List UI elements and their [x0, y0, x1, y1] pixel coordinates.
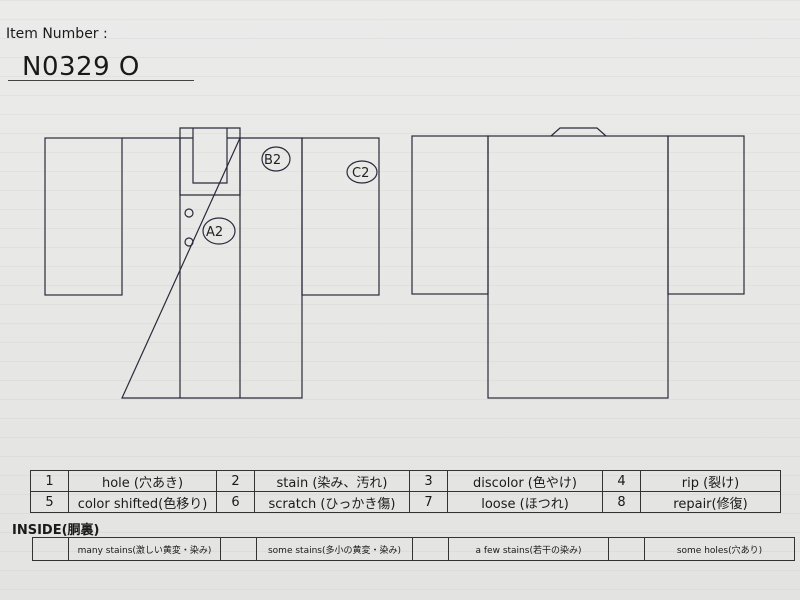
legend-term: color shifted(色移り)	[68, 491, 217, 513]
back-collar	[550, 127, 607, 137]
inside-condition-table: many stains(激しい黄変・染み) some stains(多小の黄変・…	[32, 537, 795, 561]
inside-checkbox-cell[interactable]	[32, 537, 69, 561]
legend-row: 1 hole (穴あき) 2 stain (染み、汚れ) 3 discolor …	[30, 470, 781, 492]
legend-term: scratch (ひっかき傷)	[254, 491, 410, 513]
legend-number: 6	[216, 491, 255, 513]
back-left-sleeve	[411, 135, 489, 295]
inside-option: some stains(多小の黄変・染み)	[256, 537, 413, 561]
legend-term: rip (裂け)	[640, 470, 781, 492]
mark-circle-c2	[346, 160, 378, 184]
mark-label-c2: C2	[352, 166, 369, 181]
back-view-diagram	[411, 127, 745, 399]
legend-number: 5	[30, 491, 69, 513]
inside-label: INSIDE(胴裏)	[12, 523, 100, 538]
inside-checkbox-cell[interactable]	[608, 537, 645, 561]
legend-term: hole (穴あき)	[68, 470, 217, 492]
button-bottom	[184, 237, 194, 247]
item-number-label: Item Number :	[6, 26, 108, 42]
inside-option: many stains(激しい黄変・染み)	[68, 537, 221, 561]
front-view-diagram	[44, 127, 380, 399]
item-number-underline	[8, 80, 194, 81]
left-sleeve	[44, 137, 123, 296]
damage-legend-table: 1 hole (穴あき) 2 stain (染み、汚れ) 3 discolor …	[30, 470, 781, 513]
back-body	[487, 135, 669, 399]
inside-row: many stains(激しい黄変・染み) some stains(多小の黄変・…	[32, 537, 795, 561]
mark-label-b2: B2	[264, 153, 281, 168]
collar	[179, 127, 241, 196]
legend-term: discolor (色やけ)	[447, 470, 603, 492]
mark-label-a2: A2	[206, 225, 223, 240]
inside-option: some holes(穴あり)	[644, 537, 795, 561]
legend-number: 4	[602, 470, 641, 492]
inside-checkbox-cell[interactable]	[412, 537, 449, 561]
inside-option: a few stains(若干の染み)	[448, 537, 609, 561]
mark-circle-b2	[261, 146, 291, 172]
legend-number: 8	[602, 491, 641, 513]
back-right-sleeve	[667, 135, 745, 295]
front-body	[121, 137, 303, 399]
legend-number: 7	[409, 491, 448, 513]
legend-number: 3	[409, 470, 448, 492]
item-number-value: N0329 O	[22, 52, 140, 82]
garment-diagrams: B2 C2 A2	[44, 127, 745, 399]
legend-term: stain (染み、汚れ)	[254, 470, 410, 492]
mark-circle-a2	[202, 217, 236, 245]
inside-checkbox-cell[interactable]	[220, 537, 257, 561]
legend-number: 1	[30, 470, 69, 492]
legend-term: loose (ほつれ)	[447, 491, 603, 513]
legend-row: 5 color shifted(色移り) 6 scratch (ひっかき傷) 7…	[30, 491, 781, 513]
legend-number: 2	[216, 470, 255, 492]
legend-term: repair(修復)	[640, 491, 781, 513]
button-top	[184, 208, 194, 218]
